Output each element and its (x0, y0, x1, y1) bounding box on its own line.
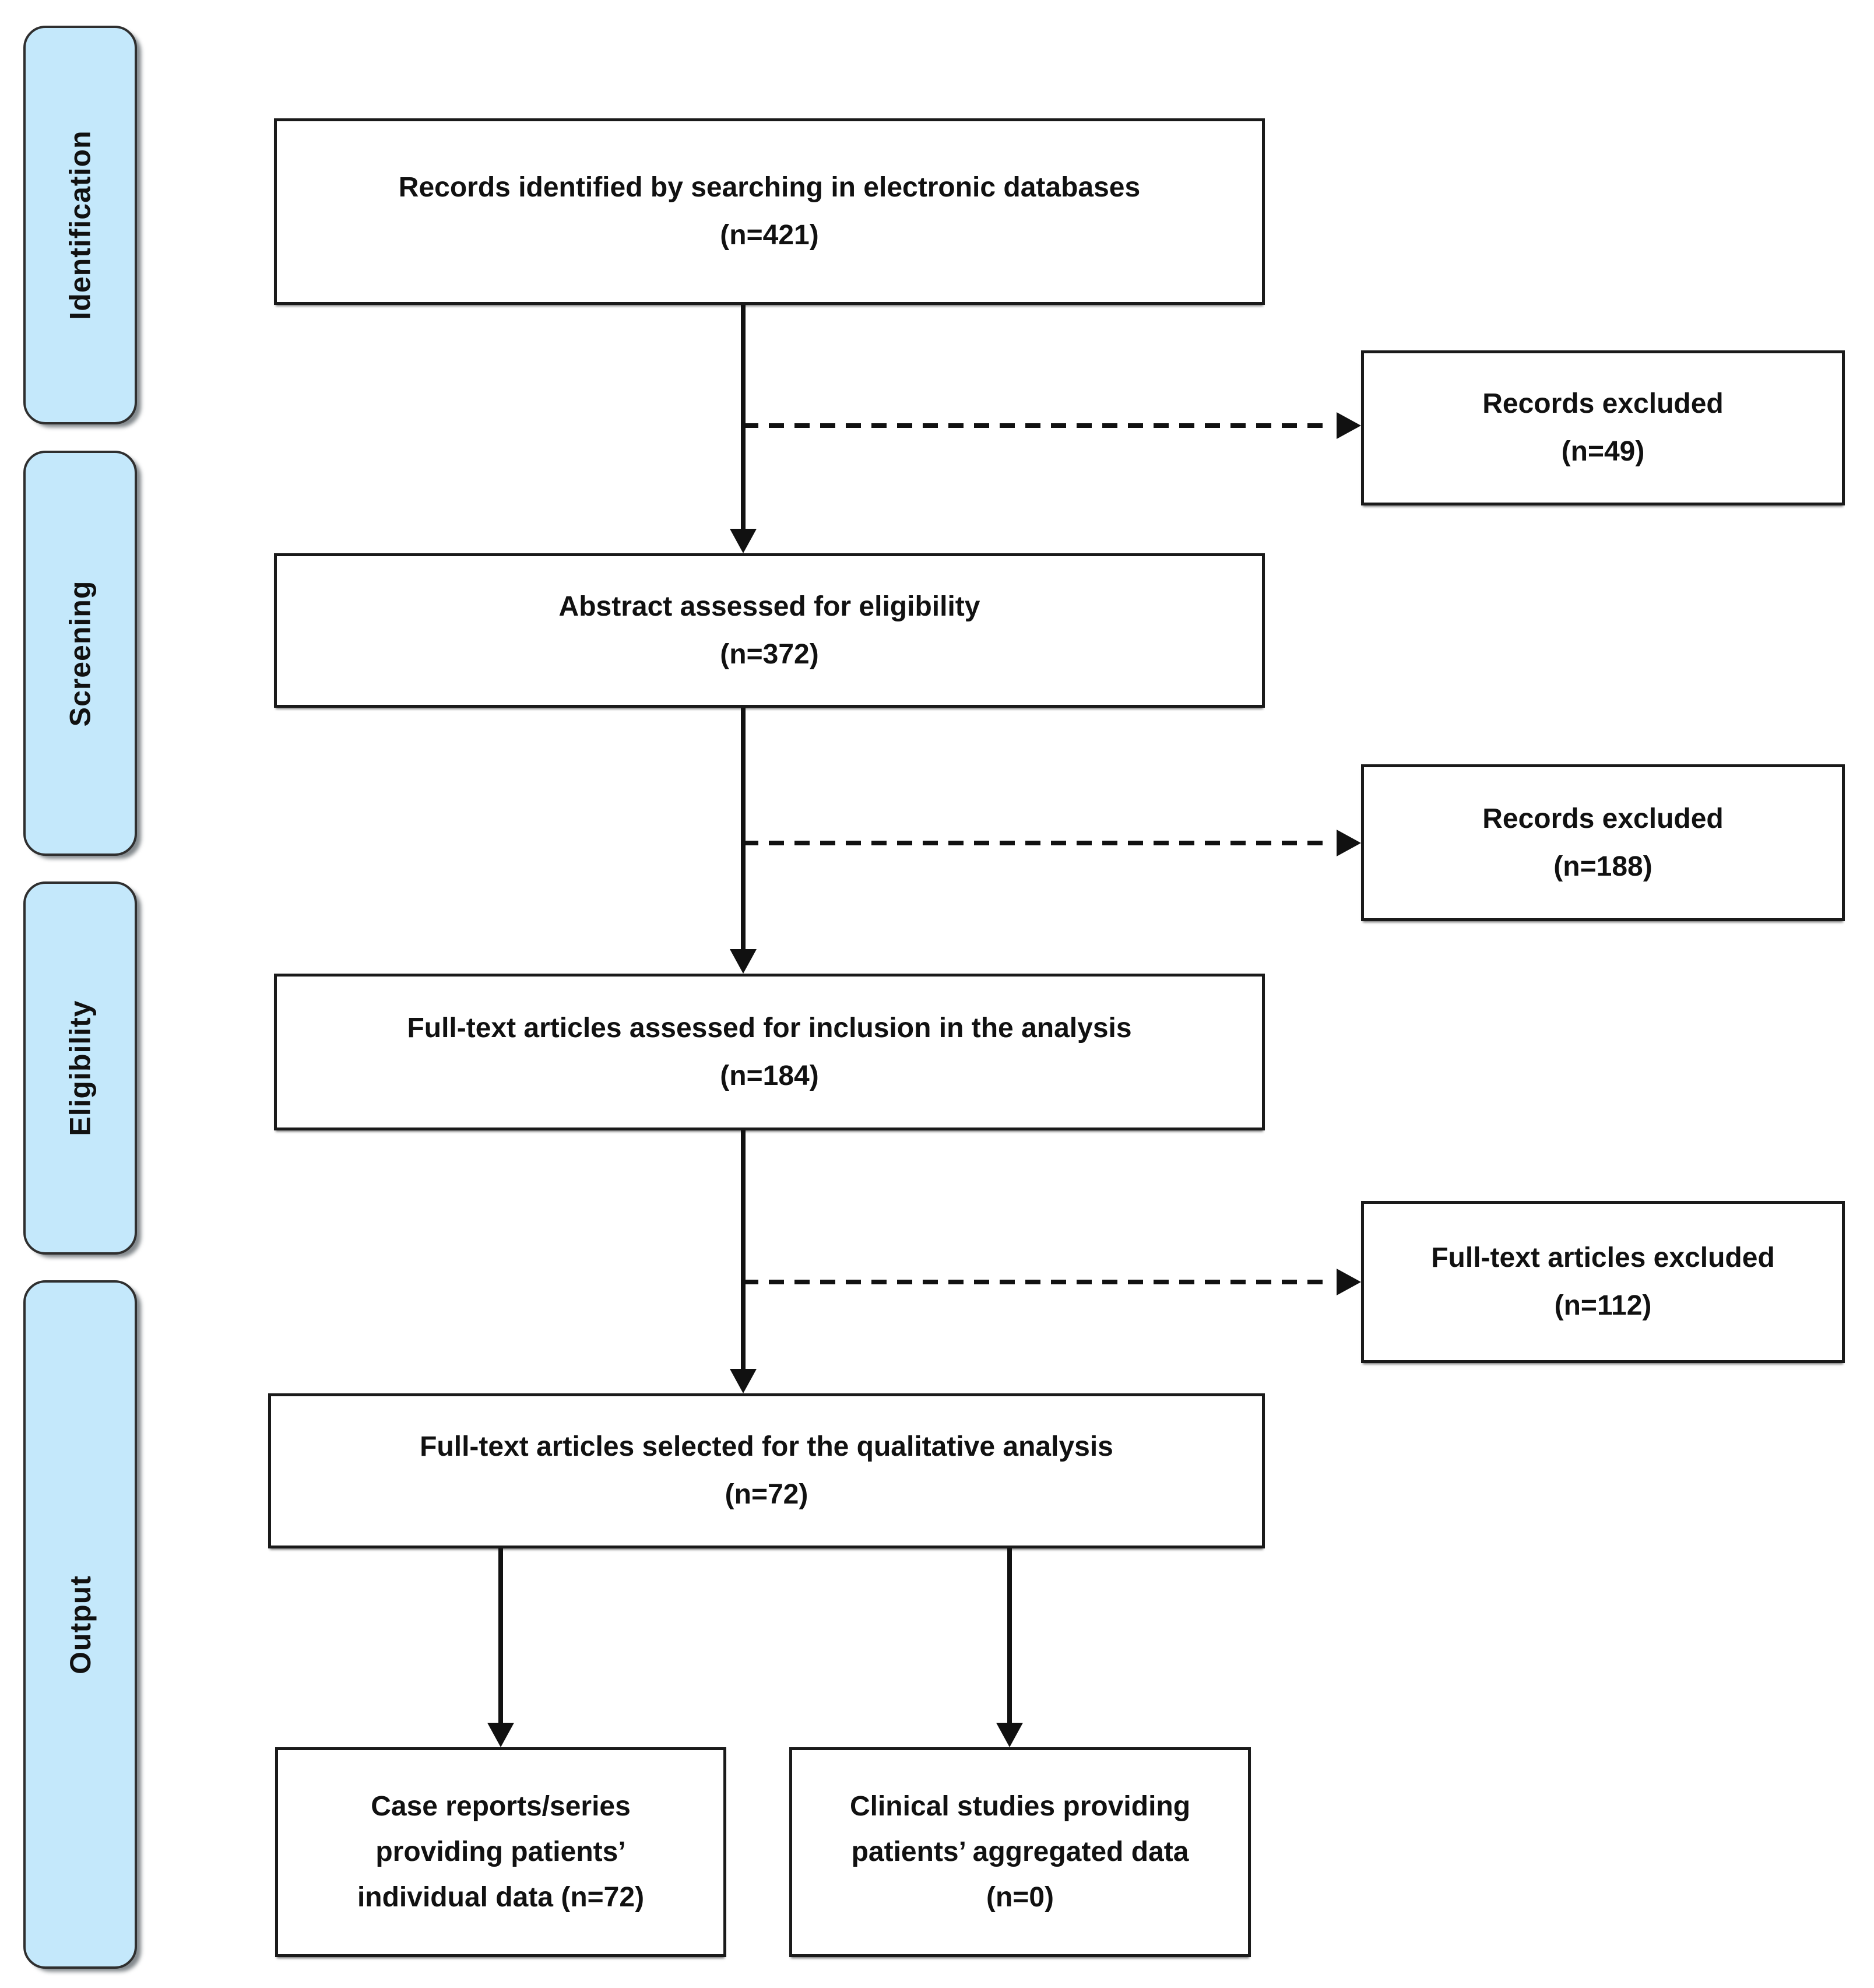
output-box-clinical-studies: Clinical studies providing patients’ agg… (789, 1747, 1251, 1957)
dashed-arrow-to-records-excluded-49 (743, 423, 1332, 428)
phase-box-output: Output (23, 1280, 137, 1969)
flow-box-count: (n=72) (725, 1479, 808, 1510)
flow-box-count: (n=372) (720, 638, 819, 670)
flow-box-fulltext-selected: Full-text articles selected for the qual… (268, 1393, 1265, 1548)
output-box-line: providing patients’ (375, 1836, 626, 1868)
arrow-line-selected-to-clinical-studies (1007, 1548, 1012, 1726)
flow-box-text: Full-text articles assessed for inclusio… (407, 1012, 1132, 1044)
excluded-box-text: Full-text articles excluded (1431, 1242, 1775, 1274)
flow-box-fulltext-assessed: Full-text articles assessed for inclusio… (274, 974, 1265, 1130)
phase-label-identification: Identification (64, 130, 97, 320)
arrow-line-identified-to-abstract (741, 305, 746, 532)
dashed-arrow-to-records-excluded-188 (743, 841, 1332, 845)
output-box-line: Case reports/series (371, 1791, 631, 1822)
arrow-right-icon (1337, 1269, 1361, 1295)
arrow-down-icon (996, 1723, 1023, 1747)
arrow-down-icon (730, 949, 757, 974)
output-box-line: (n=0) (986, 1881, 1054, 1913)
flow-box-records-identified: Records identified by searching in elect… (274, 118, 1265, 305)
flow-box-text: Records identified by searching in elect… (398, 172, 1141, 203)
excluded-box-count: (n=188) (1553, 851, 1653, 882)
phase-box-identification: Identification (23, 26, 137, 424)
excluded-box-text: Records excluded (1482, 388, 1724, 420)
phase-label-eligibility: Eligibility (64, 1000, 97, 1136)
phase-label-output: Output (64, 1575, 97, 1674)
phase-box-screening: Screening (23, 451, 137, 856)
excluded-box-count: (n=112) (1554, 1290, 1652, 1321)
flow-box-count: (n=421) (720, 220, 819, 251)
flow-box-text: Abstract assessed for eligibility (558, 591, 980, 622)
arrow-line-selected-to-case-reports (498, 1548, 503, 1726)
arrow-down-icon (730, 529, 757, 553)
dashed-arrow-to-fulltext-excluded-112 (743, 1280, 1332, 1284)
arrow-right-icon (1337, 412, 1361, 439)
excluded-box-records-188: Records excluded (n=188) (1361, 764, 1845, 921)
phase-label-screening: Screening (64, 580, 97, 726)
excluded-box-records-49: Records excluded (n=49) (1361, 350, 1845, 505)
arrow-down-icon (730, 1369, 757, 1393)
excluded-box-count: (n=49) (1561, 436, 1645, 467)
flow-box-count: (n=184) (720, 1060, 819, 1091)
output-box-case-reports: Case reports/series providing patients’ … (275, 1747, 726, 1957)
output-box-line: patients’ aggregated data (851, 1836, 1189, 1868)
flow-box-text: Full-text articles selected for the qual… (420, 1431, 1113, 1463)
output-box-line: Clinical studies providing (849, 1791, 1191, 1822)
flow-box-abstract-assessed: Abstract assessed for eligibility (n=372… (274, 553, 1265, 708)
excluded-box-fulltext-112: Full-text articles excluded (n=112) (1361, 1201, 1845, 1363)
arrow-down-icon (487, 1723, 514, 1747)
arrow-right-icon (1337, 830, 1361, 856)
arrow-line-fulltext-to-selected (741, 1130, 746, 1371)
arrow-line-abstract-to-fulltext (741, 708, 746, 951)
output-box-line: individual data (n=72) (357, 1881, 645, 1913)
excluded-box-text: Records excluded (1482, 803, 1724, 834)
phase-box-eligibility: Eligibility (23, 881, 137, 1255)
